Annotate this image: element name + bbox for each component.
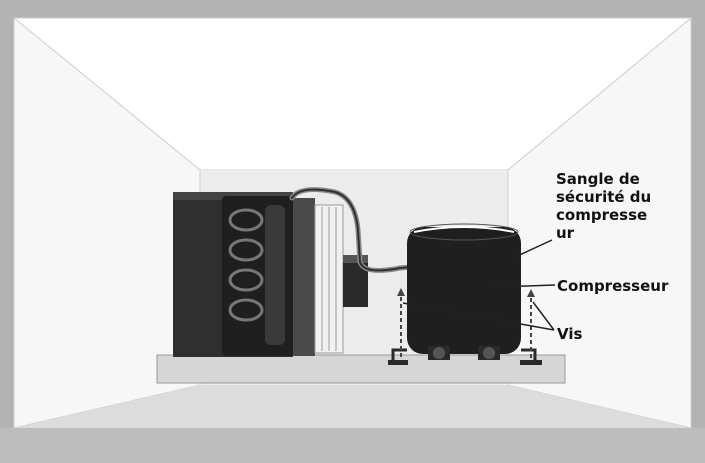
compressor-body <box>407 227 521 354</box>
bottom-frame-rail <box>0 428 705 463</box>
screws-label: Vis <box>557 325 582 343</box>
compressor-strap-label: Sangle de sécurité du compresse ur <box>556 170 686 242</box>
condenser-panel <box>293 198 315 356</box>
right-frame-post <box>691 0 705 463</box>
compressor-label: Compresseur <box>557 277 668 295</box>
compressor-icon <box>407 224 521 360</box>
left-frame-post <box>0 0 14 463</box>
condenser-fan-icon <box>173 192 368 357</box>
base-plate <box>157 355 565 383</box>
top-frame-rail <box>14 0 691 18</box>
